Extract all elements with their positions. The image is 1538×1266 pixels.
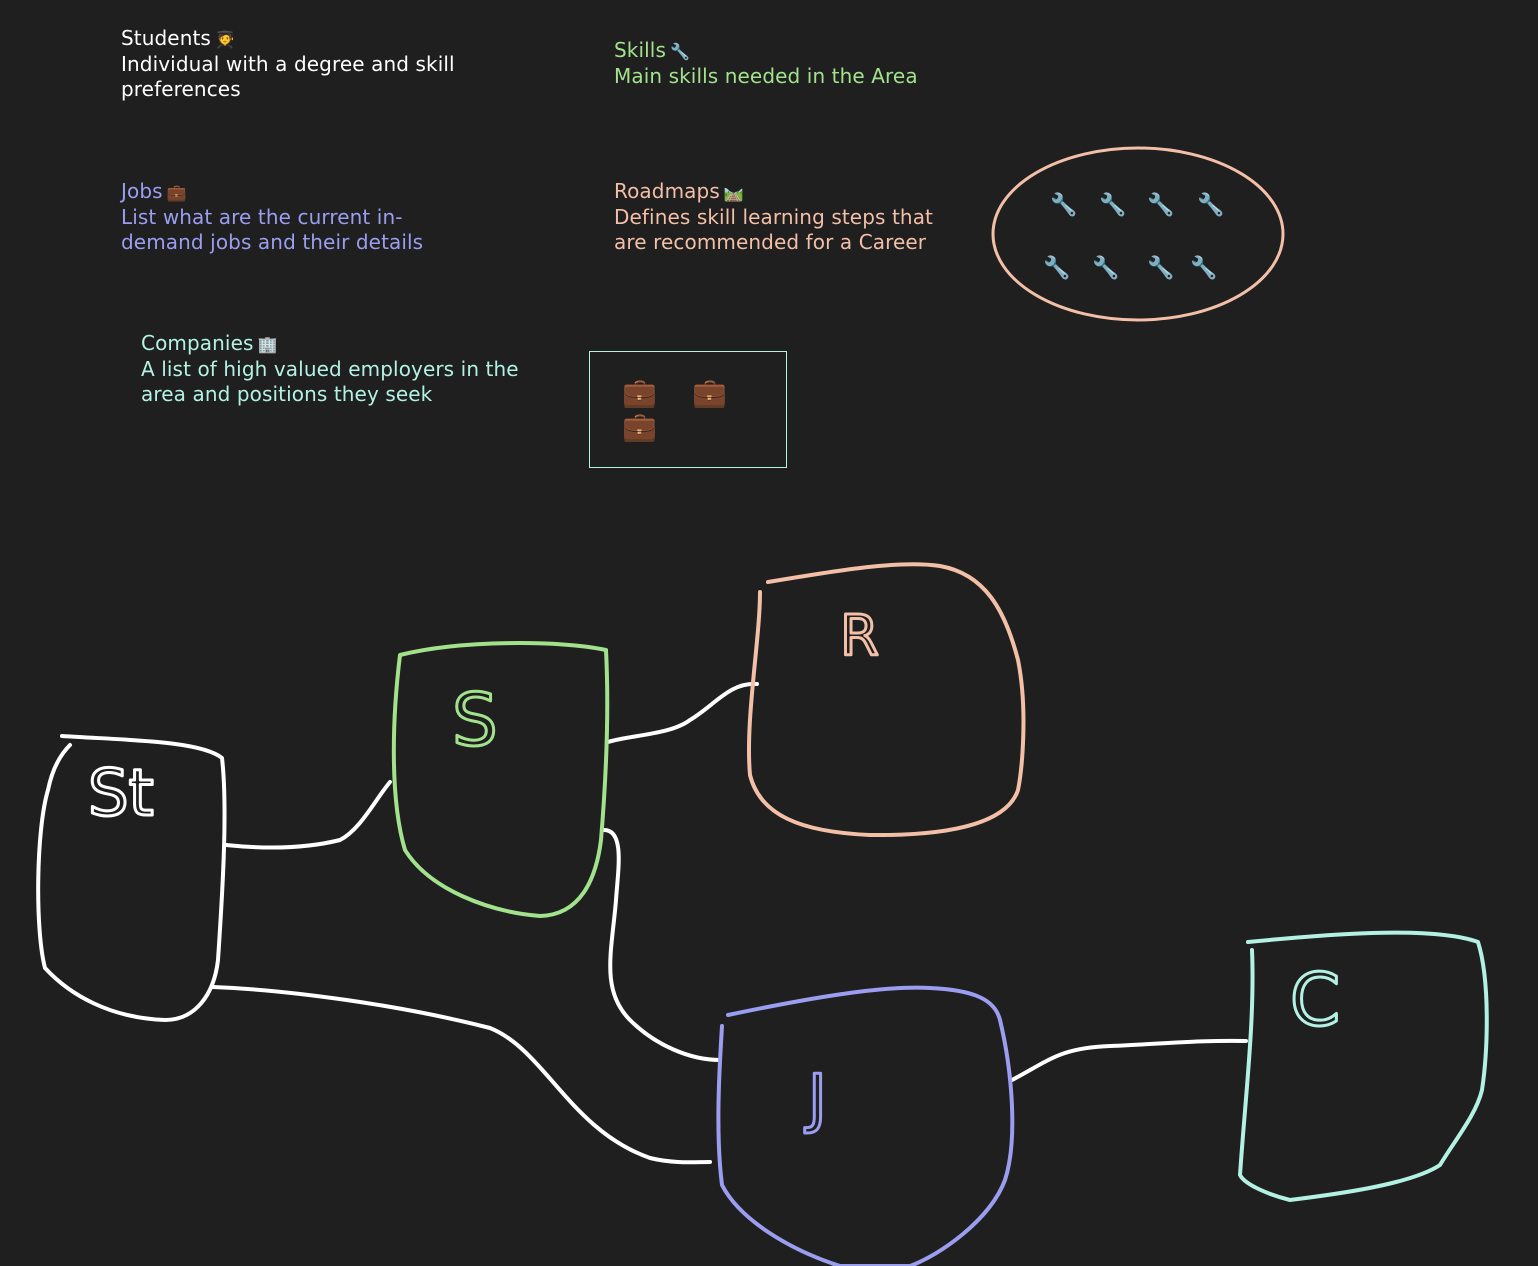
roadmaps-description: Defines skill learning steps that are re… [614, 205, 933, 254]
skills-title: Skills [614, 38, 666, 62]
company-jobs-box[interactable]: 💼 💼 💼 [589, 351, 787, 468]
node-jobs[interactable]: J [716, 985, 1015, 1266]
companies-title: Companies [141, 331, 254, 355]
railway-track-icon: 🛤️ [723, 183, 744, 202]
node-roadmaps-label: R [840, 604, 879, 669]
skills-title-row: Skills🔧 [614, 38, 974, 64]
wrench-icon: 🔧 [1050, 191, 1077, 218]
connector-jobs-companies [1010, 1038, 1248, 1082]
briefcase-icon: 💼 [692, 376, 727, 409]
wrench-icon: 🔧 [1147, 191, 1174, 218]
wrench-icon: 🔧 [1147, 254, 1174, 281]
companies-title-row: Companies🏢 [141, 331, 551, 357]
students-note: Students🧑‍🎓 Individual with a degree and… [121, 26, 481, 102]
office-building-icon: 🏢 [257, 335, 278, 354]
students-title: Students [121, 26, 211, 50]
roadmaps-note: Roadmaps🛤️ Defines skill learning steps … [614, 179, 964, 255]
briefcase-icon: 💼 [622, 376, 657, 409]
wrench-icon: 🔧 [1092, 254, 1119, 281]
node-students-label: St [88, 757, 154, 831]
wrench-icon: 🔧 [669, 42, 690, 61]
wrench-icon: 🔧 [1043, 254, 1070, 281]
node-companies-outline [1238, 930, 1489, 1202]
connector-students-skills [224, 780, 392, 850]
briefcase-icon: 💼 [166, 183, 187, 202]
node-students[interactable]: St [36, 734, 227, 1022]
node-skills[interactable]: S [391, 641, 610, 918]
node-roadmaps[interactable]: R [746, 562, 1026, 838]
node-companies-label: C [1290, 958, 1340, 1042]
roadmap-skill-cluster[interactable] [991, 146, 1285, 322]
node-jobs-outline [716, 985, 1015, 1266]
skills-note: Skills🔧 Main skills needed in the Area [614, 38, 974, 89]
node-roadmaps-outline [746, 562, 1026, 838]
connector-skills-jobs [602, 828, 722, 1062]
wrench-icon: 🔧 [1190, 254, 1217, 281]
node-jobs-label: J [804, 1062, 827, 1136]
connector-skills-roadmaps [606, 681, 759, 744]
companies-description: A list of high valued employers in the a… [141, 357, 519, 406]
jobs-note: Jobs💼 List what are the current in-deman… [121, 179, 481, 255]
node-companies[interactable]: C [1238, 930, 1489, 1202]
briefcase-icon: 💼 [622, 410, 657, 443]
roadmaps-title: Roadmaps [614, 179, 720, 203]
wrench-icon: 🔧 [1197, 191, 1224, 218]
skills-description: Main skills needed in the Area [614, 64, 918, 88]
jobs-title: Jobs [121, 179, 163, 203]
jobs-description: List what are the current in-demand jobs… [121, 205, 424, 254]
jobs-title-row: Jobs💼 [121, 179, 481, 205]
wrench-cluster: 🔧 🔧 🔧 🔧 🔧 🔧 🔧 🔧 [1043, 191, 1224, 281]
graduate-icon: 🧑‍🎓 [214, 30, 235, 49]
students-title-row: Students🧑‍🎓 [121, 26, 481, 52]
roadmaps-title-row: Roadmaps🛤️ [614, 179, 964, 205]
wrench-icon: 🔧 [1099, 191, 1126, 218]
node-skills-outline [391, 641, 610, 918]
students-description: Individual with a degree and skill prefe… [121, 52, 455, 101]
node-skills-label: S [452, 678, 498, 762]
connector-students-jobs [211, 985, 712, 1165]
companies-note: Companies🏢 A list of high valued employe… [141, 331, 551, 407]
node-students-outline [36, 734, 227, 1022]
